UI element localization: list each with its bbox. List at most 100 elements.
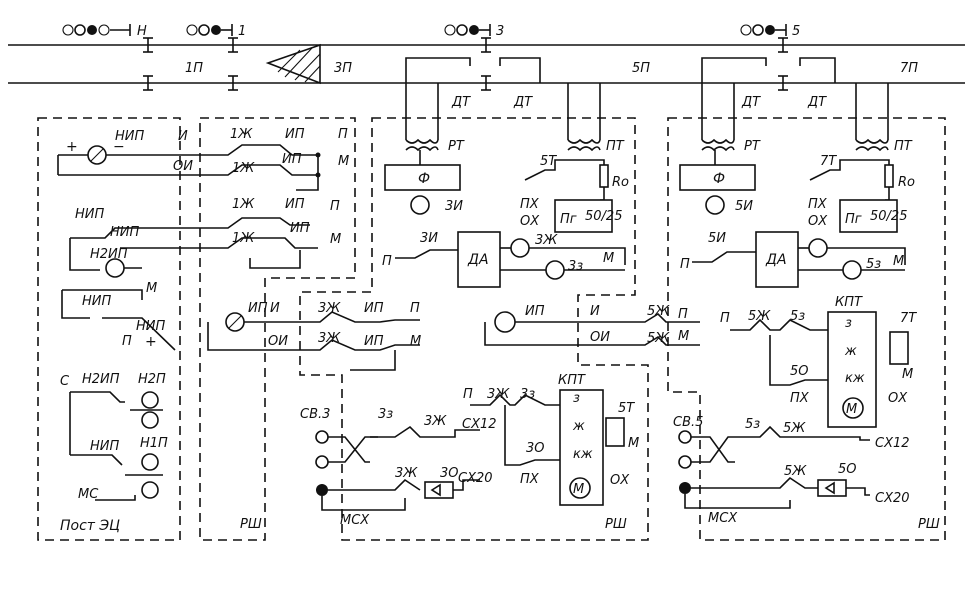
diagram-label: 3И <box>420 231 438 246</box>
zi-relay-icon <box>410 195 430 215</box>
diagram-label: 3з <box>568 259 583 274</box>
diagram-label: ОХ <box>888 391 908 406</box>
diagram-label: 3О <box>526 441 545 456</box>
diagram-label: Ф <box>713 171 725 187</box>
diagram-label: 7Т <box>900 311 917 326</box>
diagram-label: М <box>846 402 857 417</box>
track-circuit-5: РТ ПТ Ф 5И 7Т Rо ПХ ОХ Пг 50/25 5И П ДА … <box>484 83 915 346</box>
diagram-label: 5И <box>708 231 726 246</box>
diagram-label: ПТ <box>606 139 625 154</box>
diagram-label: РТ <box>744 139 761 154</box>
diagram-label: ПХ <box>520 197 540 212</box>
diagram-label: 1Ж <box>230 127 253 142</box>
diagram-label: 5з <box>790 309 805 324</box>
diagram-label: ИП <box>248 301 268 316</box>
diagram-label: ПХ <box>520 472 540 487</box>
diagram-label: СХ20 <box>458 471 493 486</box>
diagram-label: 3О <box>440 466 459 481</box>
diagram-label: 5Т <box>540 154 557 169</box>
track-section <box>8 37 965 91</box>
diagram-label: И <box>270 301 280 316</box>
diagram-label: М <box>678 329 689 344</box>
diagram-label: МС <box>78 487 99 502</box>
diagram-label: П <box>463 387 473 402</box>
diagram-label: кж <box>573 447 593 462</box>
diagram-label: з <box>573 391 580 406</box>
post-ec-label: Пост ЭЦ <box>60 518 120 534</box>
diagram-label: 3Ж <box>424 414 447 429</box>
diagram-label: 5О <box>790 364 809 379</box>
diagram-label: кж <box>845 371 865 386</box>
diagram-label: РШ <box>240 517 262 532</box>
diagram-label: И <box>178 129 188 144</box>
diagram-label: Rо <box>612 175 629 190</box>
diagram-label: ИП <box>364 301 384 316</box>
diagram-label: 3И <box>445 199 463 214</box>
diagram-label: ИП <box>525 304 545 319</box>
diagram-label: 5з <box>866 257 881 272</box>
diagram-label: М <box>573 482 584 497</box>
diagram-label: ОИ <box>590 330 610 345</box>
diagram-label: СХ12 <box>462 417 497 432</box>
diagram-label: 3Ж <box>318 301 341 316</box>
track-circuit-3: РТ ПТ Ф 3И 5Т Rо ПХ ОХ Пг 50/25 3И П ДА … <box>382 83 629 288</box>
diagram-label: П <box>338 127 348 142</box>
diagram-label: С <box>60 374 70 389</box>
diagram-label: Н1П <box>140 436 168 451</box>
signal-3: 3 <box>444 24 504 39</box>
diagram-label: М <box>603 251 614 266</box>
track-1p-label: 1П <box>185 61 203 76</box>
svg-text:+: + <box>66 139 78 155</box>
diagram-label: НИП <box>90 439 120 454</box>
diagram-label: М <box>628 436 639 451</box>
diagram-label: Н2П <box>138 372 166 387</box>
diagram-label: ОХ <box>610 473 630 488</box>
diagram-label: КПТ <box>558 373 586 388</box>
diagram-label: П <box>330 199 340 214</box>
diagram-label: П <box>122 334 132 349</box>
dt-label-1: ДТ <box>451 95 471 110</box>
diagram-label: НИП <box>82 294 112 309</box>
diagram-label: МСХ <box>708 511 738 526</box>
diagram-label: 5О <box>838 462 857 477</box>
diagram-label: М <box>330 232 341 247</box>
diagram-label: НИП <box>75 207 105 222</box>
diagram-label: 3Ж <box>487 387 510 402</box>
diagram-label: Н2ИП <box>82 372 120 387</box>
diagram-label: М <box>410 334 421 349</box>
svg-text:−: − <box>113 139 125 155</box>
diagram-label: 5Ж <box>748 309 771 324</box>
dt-label-3: ДТ <box>741 95 761 110</box>
diagram-label: ИП <box>290 221 310 236</box>
diagram-label: ИП <box>285 127 305 142</box>
diagram-label: ДА <box>467 252 489 268</box>
diagram-label: ИП <box>364 334 384 349</box>
track-7p-label: 7П <box>900 61 918 76</box>
diagram-label: ДА <box>765 252 787 268</box>
diagram-label: Пг <box>845 212 862 227</box>
diagram-label: МСХ <box>340 513 370 528</box>
dashed-boundaries <box>37 117 946 541</box>
diagram-label: 7Т <box>820 154 837 169</box>
signal-3-label: 3 <box>496 24 504 39</box>
diagram-label: 5Ж <box>783 421 806 436</box>
diagram-label: 3Ж <box>395 466 418 481</box>
diagram-label: ж <box>844 344 857 359</box>
track-3p-label: 3П <box>334 61 352 76</box>
5i-relay-icon <box>705 195 725 215</box>
diagram-label: П <box>678 307 688 322</box>
diagram-label: М <box>893 254 904 269</box>
diagram-label: 5з <box>745 417 760 432</box>
signal-1-label: 1 <box>238 24 246 39</box>
diagram-label: П <box>680 257 690 272</box>
diagram-label: 50/25 <box>585 209 622 224</box>
diagram-label: 3з <box>378 407 393 422</box>
ip-relay-5-icon <box>494 311 516 333</box>
signal-n: Н <box>62 24 147 39</box>
diagram-label: з <box>845 316 852 331</box>
diagram-label: 5Ж <box>647 304 670 319</box>
left-panel: +− НИП И ОИ НИП НИП Н2ИП М НИП НИП П + С… <box>57 129 193 534</box>
diagram-label: П <box>410 301 420 316</box>
diagram-label: СХ12 <box>875 436 910 451</box>
diagram-label: СХ20 <box>875 491 910 506</box>
